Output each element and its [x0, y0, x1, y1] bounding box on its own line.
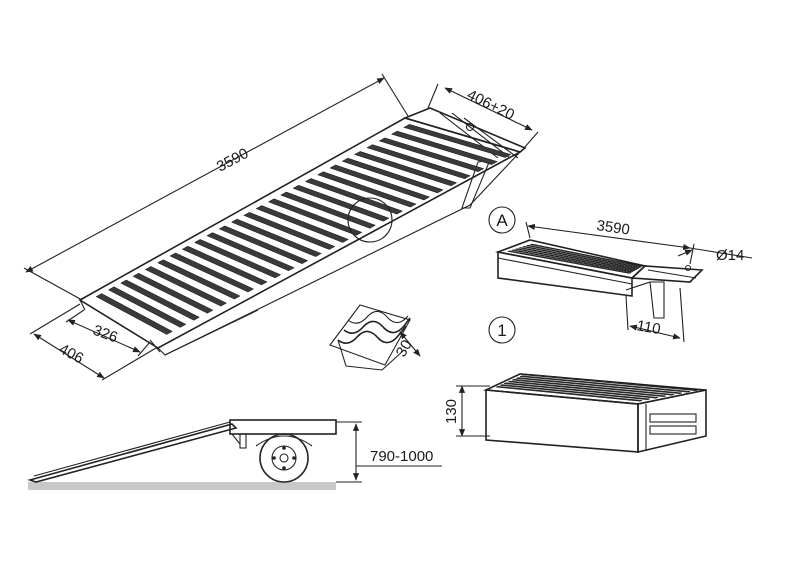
slat [107, 286, 187, 328]
slat [507, 250, 631, 274]
detail-1-view: 1 130 [443, 316, 707, 454]
dim-flap-width: 406+20 [464, 86, 517, 123]
slat [523, 373, 699, 392]
slat [495, 385, 643, 402]
detail-a-slats [507, 243, 643, 274]
detail-1-marker [488, 316, 516, 344]
ground [28, 482, 336, 490]
dim-hook-length: 110 [635, 317, 662, 338]
profile-detail: 30 [329, 304, 421, 371]
slat [518, 247, 637, 271]
slat [515, 248, 635, 272]
main-ramp: 3590 406+20 326 406 [23, 73, 539, 381]
trailer-wheel [259, 433, 309, 483]
slat [390, 130, 498, 165]
side-view: 790-1000 [27, 419, 442, 490]
slat [522, 246, 639, 270]
ramp-slats [95, 124, 512, 335]
slat [519, 375, 691, 393]
dim-detail-length: 3590 [595, 217, 630, 238]
dim-ramp-length: 3590 [214, 145, 251, 176]
dim-profile-depth: 30 [393, 337, 416, 360]
slat [511, 249, 633, 273]
detail-1-label: 1 [497, 321, 506, 340]
dim-inner-width: 326 [91, 322, 120, 347]
dim-section-height: 130 [443, 399, 460, 424]
ramp-side-beam [157, 151, 521, 356]
slat [95, 293, 173, 335]
dim-loading-height: 790-1000 [370, 448, 433, 465]
dim-outer-width: 406 [56, 341, 86, 368]
detail-a-label: A [496, 211, 508, 230]
slat [507, 380, 667, 398]
dim-pin-diameter: Ø14 [716, 247, 744, 264]
slat [511, 378, 675, 396]
slat [120, 279, 200, 321]
detail-a-view: A 3590 Ø14 110 [488, 206, 753, 343]
slat [515, 377, 683, 395]
slat [499, 384, 651, 401]
slat [132, 272, 214, 314]
ramp-hook-flap [402, 107, 527, 153]
slat [503, 382, 659, 399]
slat [403, 124, 512, 158]
detail-a-marker [488, 206, 516, 234]
detail-1-slats [495, 373, 699, 402]
